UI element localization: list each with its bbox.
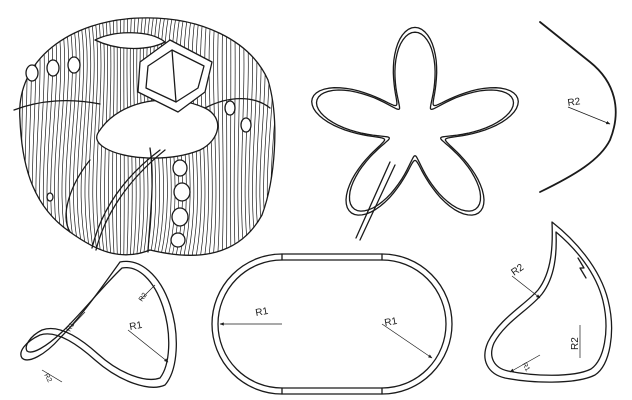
r1-obround-right-dim: [381, 323, 433, 359]
r1-bottom-label: R1: [520, 362, 531, 373]
loop-curve: R1 R2 R1 R2: [20, 260, 177, 388]
r2-dim-line: [567, 106, 611, 125]
hatch-line: [24, 17, 29, 256]
star-inner: [315, 31, 515, 212]
hole-3: [67, 56, 81, 74]
hatch-line: [31, 17, 39, 256]
hatch-line: [28, 17, 34, 256]
corner-curve: R2: [539, 21, 617, 193]
hatch-line: [39, 17, 48, 256]
hatch-line: [61, 17, 73, 256]
torus-hole: [96, 99, 219, 159]
r1-bottom-dim: [509, 354, 541, 373]
corner-curve-path: [539, 21, 617, 193]
teardrop-inner: [491, 231, 607, 376]
r2-tail-dim: [41, 369, 63, 383]
hatch-line: [230, 17, 232, 256]
star-tail-b: [355, 161, 391, 239]
star-outer: [311, 26, 519, 216]
hole-5: [240, 117, 252, 133]
r1-obround-right-label: R1: [384, 316, 399, 329]
hatch-line: [65, 17, 77, 256]
hatch-line: [225, 17, 228, 256]
hatch-line: [73, 17, 84, 256]
hatch-line: [46, 17, 57, 256]
loop-outer: [20, 260, 177, 388]
r2-tail-label: R2: [42, 373, 53, 384]
diagonal-rod: [91, 149, 161, 249]
torus-top-opening: [94, 32, 166, 50]
hatch-line: [76, 17, 88, 256]
loop-inner: [25, 267, 170, 380]
r2-label: R2: [567, 96, 582, 109]
hatch-line: [221, 17, 224, 256]
band-edge-front: [147, 147, 153, 253]
r2-top-dim: [511, 275, 541, 299]
r1-dim-line: [127, 329, 169, 363]
r1-small-dim: [67, 311, 86, 331]
hole-4: [224, 100, 236, 116]
star-knot-model: [311, 26, 519, 241]
hatch-line: [69, 17, 81, 256]
hole-8: [171, 207, 189, 227]
hatch-line: [57, 17, 69, 256]
hatch-line: [255, 17, 265, 256]
r1-obround-left-label: R1: [255, 306, 270, 319]
square-block-edge: [171, 49, 177, 103]
band-edge-right: [204, 98, 271, 109]
square-block: [137, 39, 213, 113]
teardrop-outer: [484, 221, 613, 383]
hatch-line: [244, 17, 251, 256]
r2-small-dim: [139, 284, 156, 301]
hatch-line: [88, 17, 98, 256]
obround-shape: R1 R1: [211, 253, 453, 395]
hatch-line: [80, 17, 91, 256]
hatch-line: [84, 17, 95, 256]
hatch-line: [263, 17, 273, 256]
twisted-torus-model: [13, 10, 276, 270]
teardrop-curve: R2 R2 R1: [484, 221, 613, 383]
r2-top-label: R2: [509, 262, 526, 279]
hole-1: [25, 64, 39, 82]
band-edge-left: [13, 99, 101, 111]
hatch-line: [259, 17, 269, 256]
hole-6: [172, 159, 188, 177]
hole-2: [46, 59, 60, 77]
hole-7: [173, 182, 191, 202]
hatch-line: [266, 17, 275, 256]
band-holes: [25, 56, 252, 248]
hatch-line: [233, 17, 237, 256]
hole-10: [46, 192, 54, 202]
band-edge-lower-left: [65, 159, 91, 233]
hatch-line: [237, 17, 241, 256]
hatch-line: [270, 17, 275, 256]
hatch-line: [18, 10, 19, 270]
r1-small-label: R1: [66, 322, 77, 333]
hatch-line: [252, 17, 260, 256]
r1-left-label: R1: [129, 320, 144, 333]
r2-side-label: R2: [570, 337, 581, 350]
diagonal-rod-b: [95, 149, 166, 251]
hatch-line: [54, 17, 65, 256]
hatch-line: [274, 17, 275, 256]
hole-9: [170, 232, 186, 248]
hatch-line: [216, 17, 220, 256]
star-tail-a: [359, 164, 396, 241]
teardrop-notch: [577, 257, 587, 279]
r2-small-label: R2: [138, 292, 149, 303]
